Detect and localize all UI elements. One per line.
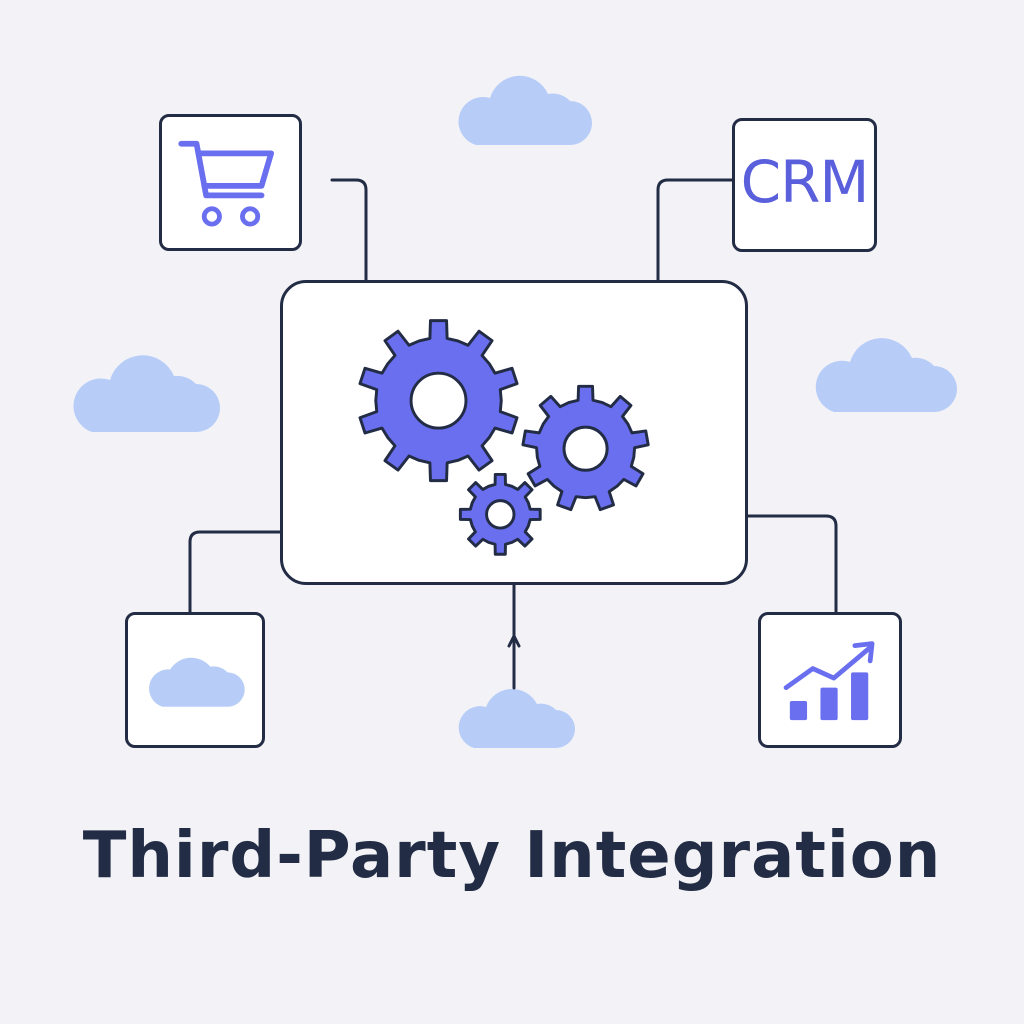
crm-label: CRM (740, 148, 870, 216)
cloud-icon (73, 355, 221, 432)
connector-cart (330, 178, 368, 282)
connector-arrow (507, 634, 521, 648)
node-analytics (758, 612, 902, 748)
small-gear (458, 472, 542, 556)
cloud-icon (458, 688, 575, 748)
medium-gear (521, 384, 650, 512)
node-cloud-service (125, 612, 265, 748)
shopping-cart-icon (178, 140, 275, 227)
cloud-icon (815, 338, 957, 412)
cloud-icon (458, 75, 592, 145)
large-gear (358, 319, 519, 483)
cloud-icon (149, 657, 245, 707)
page-title: Third-Party Integration (82, 819, 942, 893)
connectors (188, 178, 838, 690)
connector-analytics (746, 514, 838, 614)
node-crm: CRM (732, 118, 877, 252)
connector-crm (656, 178, 734, 282)
connector-cloud-service (188, 530, 282, 614)
decorative-clouds (73, 75, 957, 748)
node-shopping-cart (159, 114, 302, 251)
integration-hub (280, 280, 748, 585)
growth-chart-icon (783, 641, 875, 721)
gears-icon (358, 319, 650, 556)
